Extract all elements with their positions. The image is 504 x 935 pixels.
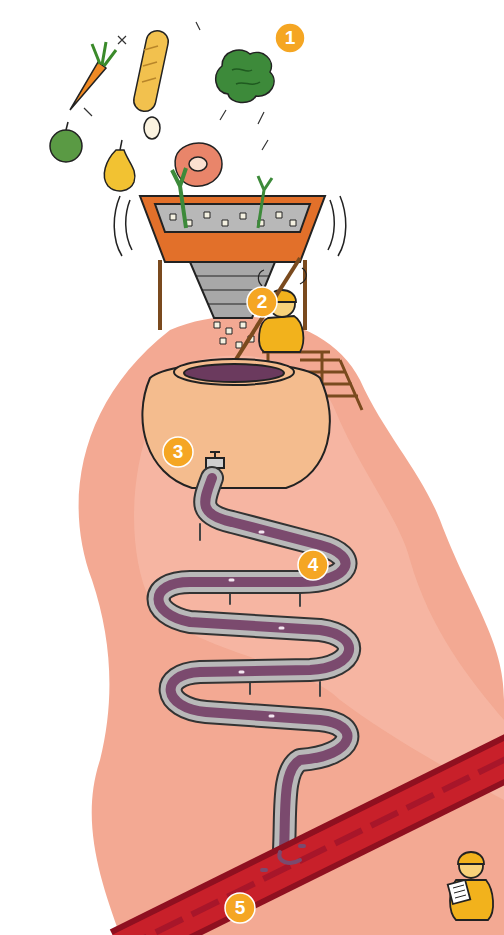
falling-bits (214, 322, 254, 348)
inspector-worker (448, 852, 493, 920)
callout-disc (163, 437, 193, 467)
pot (142, 359, 329, 488)
sweat-marks (258, 268, 306, 286)
clipboard-lines (453, 885, 466, 898)
callout-number: 3 (164, 438, 192, 466)
worker-body (259, 316, 303, 352)
egg (144, 117, 160, 139)
apple-stem (66, 122, 68, 130)
ham-bone (189, 157, 207, 171)
baguette (132, 29, 171, 114)
trough-rim (159, 478, 350, 850)
callout-disc (225, 893, 255, 923)
vessel-lumen (120, 752, 504, 935)
pear (104, 150, 135, 191)
callout-discs (163, 23, 328, 923)
callout-disc (298, 550, 328, 580)
vessel-wall (120, 752, 504, 935)
pot-body (142, 363, 329, 488)
blood-vessel (120, 752, 504, 935)
food-items (50, 22, 274, 191)
hopper (114, 168, 346, 348)
trough-channel (159, 478, 350, 850)
liquid-bubbles (230, 532, 283, 716)
tap-handle (210, 452, 220, 458)
callout-disc (275, 23, 305, 53)
inspector-helmet (458, 852, 484, 864)
stirring-stick (228, 258, 300, 372)
hopper-bits (170, 212, 296, 226)
hopper-body (140, 196, 325, 262)
callout-disc (247, 287, 277, 317)
broccoli (216, 50, 274, 103)
hopper-leg (158, 260, 162, 330)
motion-marks (84, 22, 268, 150)
callout-number: 5 (226, 894, 254, 922)
callout-number: 1 (276, 24, 304, 52)
absorbed-drops (262, 846, 304, 870)
pot-mouth (174, 359, 294, 385)
hopper-interior (155, 204, 310, 232)
apple (50, 130, 82, 162)
clipboard (448, 880, 471, 904)
broccoli-detail (232, 69, 260, 84)
callout-number: 4 (299, 551, 327, 579)
carrot-top (258, 176, 272, 228)
callout-number: 2 (248, 288, 276, 316)
vessel-flow (120, 752, 504, 935)
carrot (70, 42, 116, 110)
baguette-cuts (142, 46, 158, 82)
intestine-trough (159, 478, 350, 850)
pear-stem (120, 140, 122, 150)
leek (172, 168, 186, 228)
pot-contents (184, 364, 284, 382)
trough-liquid (159, 478, 350, 850)
